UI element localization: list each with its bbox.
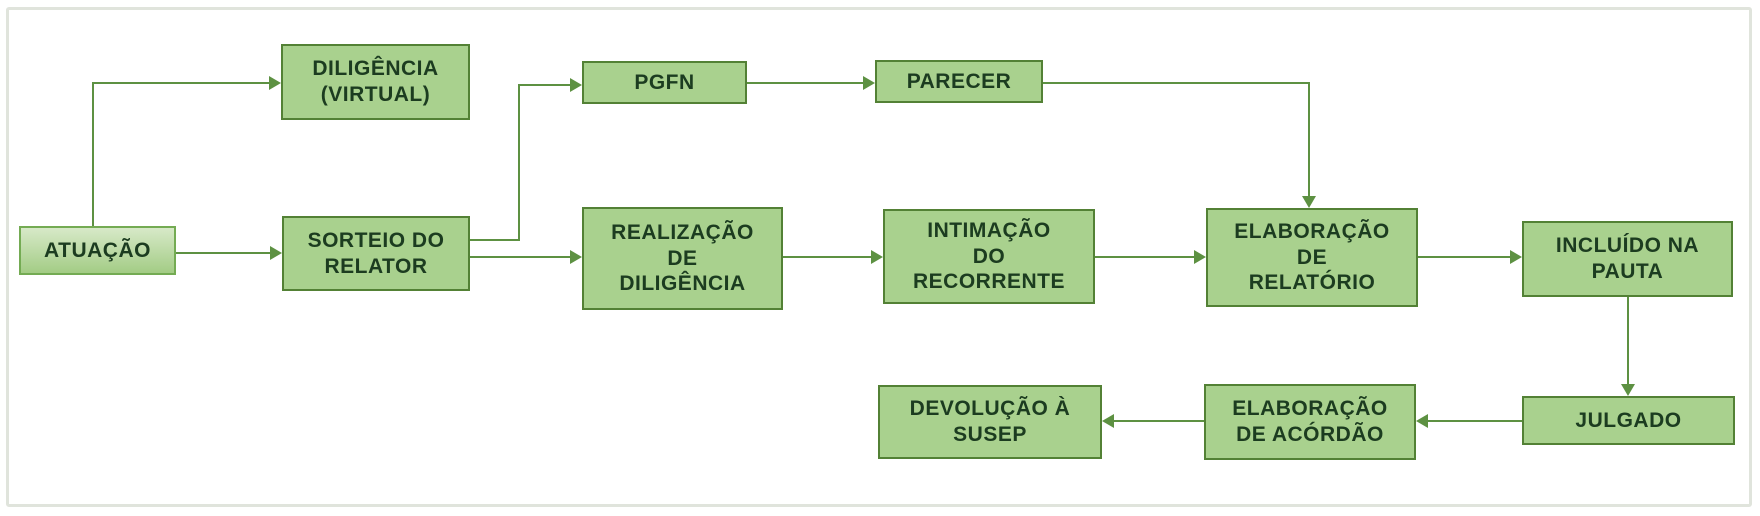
canvas-border bbox=[6, 7, 1752, 507]
node-parecer: PARECER bbox=[875, 60, 1043, 103]
node-atuacao: ATUAÇÃO bbox=[19, 226, 176, 275]
node-incluido-na-pauta-label: INCLUÍDO NA PAUTA bbox=[1555, 234, 1700, 283]
node-devolucao-a-susep-label: DEVOLUÇÃO À SUSEP bbox=[909, 397, 1071, 446]
arrowhead-into-parecer bbox=[863, 76, 875, 90]
node-diligencia-virtual: DILIGÊNCIA (VIRTUAL) bbox=[281, 44, 470, 120]
arrowhead-into-relatorio-top bbox=[1302, 196, 1316, 208]
connector-acordao-devolucao bbox=[1114, 420, 1204, 422]
node-diligencia-virtual-label: DILIGÊNCIA (VIRTUAL) bbox=[312, 57, 439, 106]
arrowhead-into-pgfn bbox=[570, 78, 582, 92]
connector-sorteio-realizacao bbox=[469, 256, 570, 258]
node-intimacao-do-recorrente-label: INTIMAÇÃO DO RECORRENTE bbox=[912, 219, 1065, 294]
arrowhead-into-diligencia bbox=[269, 76, 281, 90]
arrowhead-into-julgado bbox=[1621, 384, 1635, 396]
arrowhead-into-incluido bbox=[1510, 250, 1522, 264]
arrowhead-into-devolucao bbox=[1102, 414, 1114, 428]
arrowhead-into-relatorio-left bbox=[1194, 250, 1206, 264]
node-pgfn: PGFN bbox=[582, 61, 747, 104]
node-realizacao-de-diligencia: REALIZAÇÃO DE DILIGÊNCIA bbox=[582, 207, 783, 310]
node-elaboracao-de-acordao: ELABORAÇÃO DE ACÓRDÃO bbox=[1204, 384, 1416, 460]
connector-atuacao-diligencia-horizontal bbox=[92, 82, 269, 84]
connector-atuacao-sorteio bbox=[176, 252, 270, 254]
arrowhead-into-acordao bbox=[1416, 414, 1428, 428]
connector-relatorio-incluido bbox=[1418, 256, 1510, 258]
arrowhead-into-realizacao bbox=[570, 250, 582, 264]
connector-realizacao-intimacao bbox=[783, 256, 871, 258]
arrowhead-into-intimacao bbox=[871, 250, 883, 264]
node-sorteio-do-relator: SORTEIO DO RELATOR bbox=[282, 216, 470, 291]
connector-incluido-julgado bbox=[1627, 297, 1629, 384]
node-sorteio-do-relator-label: SORTEIO DO RELATOR bbox=[307, 228, 445, 278]
connector-atuacao-diligencia-vertical bbox=[92, 82, 94, 227]
node-elaboracao-de-relatorio: ELABORAÇÃO DE RELATÓRIO bbox=[1206, 208, 1418, 307]
node-realizacao-de-diligencia-label: REALIZAÇÃO DE DILIGÊNCIA bbox=[611, 221, 754, 296]
node-incluido-na-pauta: INCLUÍDO NA PAUTA bbox=[1522, 221, 1733, 297]
node-devolucao-a-susep: DEVOLUÇÃO À SUSEP bbox=[878, 385, 1102, 459]
connector-sorteio-pgfn-stub bbox=[469, 239, 520, 241]
connector-sorteio-pgfn-horizontal bbox=[518, 84, 570, 86]
node-julgado: JULGADO bbox=[1522, 396, 1735, 445]
connector-parecer-relatorio-horizontal bbox=[1043, 82, 1310, 84]
connector-intimacao-relatorio bbox=[1095, 256, 1194, 258]
node-julgado-label: JULGADO bbox=[1575, 408, 1682, 432]
node-parecer-label: PARECER bbox=[906, 69, 1012, 93]
connector-pgfn-parecer bbox=[747, 82, 863, 84]
connector-julgado-acordao bbox=[1428, 420, 1522, 422]
connector-sorteio-pgfn-vertical bbox=[518, 84, 520, 241]
node-elaboracao-de-relatorio-label: ELABORAÇÃO DE RELATÓRIO bbox=[1234, 220, 1390, 295]
node-pgfn-label: PGFN bbox=[634, 70, 695, 94]
node-elaboracao-de-acordao-label: ELABORAÇÃO DE ACÓRDÃO bbox=[1232, 397, 1388, 446]
arrowhead-into-sorteio bbox=[270, 246, 282, 260]
connector-parecer-relatorio-vertical bbox=[1308, 82, 1310, 196]
node-atuacao-label: ATUAÇÃO bbox=[44, 238, 151, 262]
node-intimacao-do-recorrente: INTIMAÇÃO DO RECORRENTE bbox=[883, 209, 1095, 304]
